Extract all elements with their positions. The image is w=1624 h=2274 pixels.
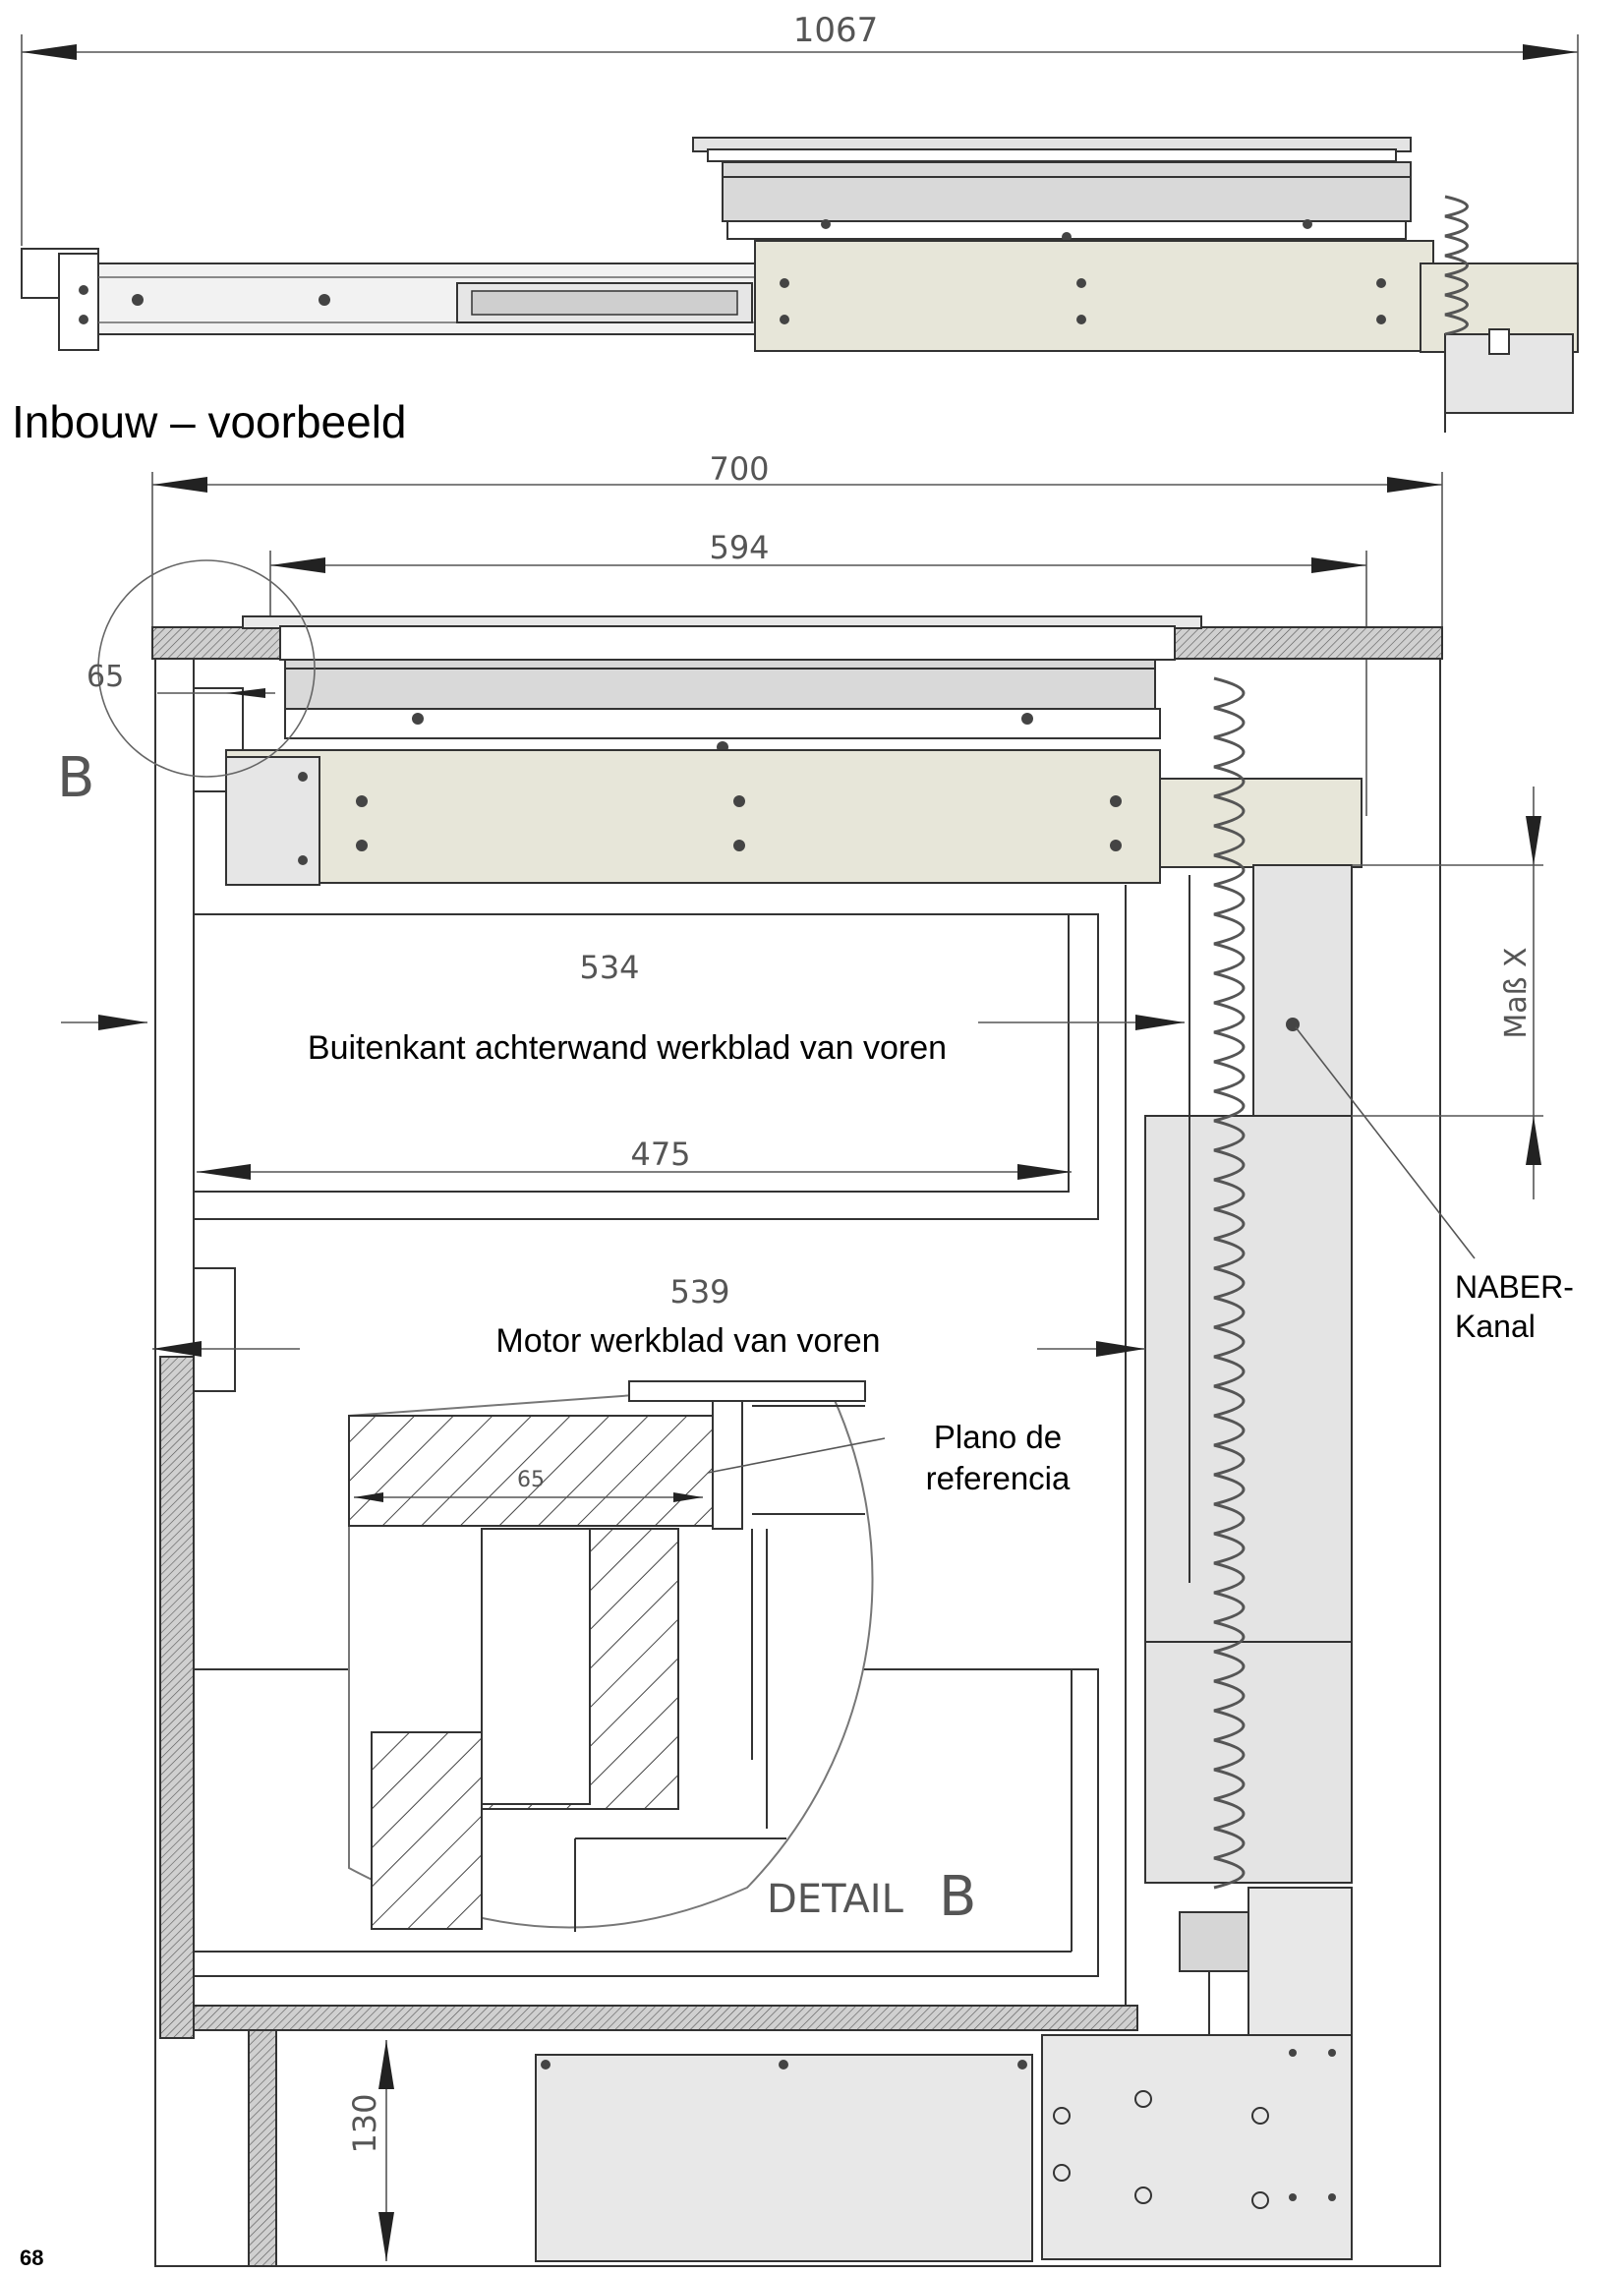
naber-channel: [1252, 864, 1353, 1117]
label-naber-line2: Kanal: [1455, 1309, 1536, 1344]
detail-dimension-offset: 65: [517, 1468, 545, 1492]
blower-box: [535, 2054, 1033, 2262]
motor-box-top: [754, 240, 1434, 352]
motor-box-section: [225, 749, 1161, 884]
cabinet-bottom: [193, 2005, 1138, 2031]
label-reference-plane-line1: Plano de: [934, 1419, 1062, 1455]
plinth-leg: [248, 2029, 277, 2267]
side-wall: [159, 1356, 195, 2039]
dimension-plinth-height: 130: [346, 2093, 383, 2153]
drawer-upper: [193, 913, 1099, 1220]
detail-word: DETAIL: [767, 1877, 904, 1922]
dimension-inner-depth: 475: [630, 1136, 690, 1173]
label-motor: Motor werkblad van voren: [495, 1322, 880, 1360]
side-section: 700 594: [57, 450, 1574, 2267]
motor-unit: [1041, 2034, 1353, 2260]
label-naber-line1: NABER-: [1455, 1269, 1574, 1305]
page-number: 68: [20, 2245, 43, 2270]
top-view: 1067: [21, 11, 1579, 433]
dimension-offset: 65: [87, 660, 124, 694]
dimension-cabinet-width: 700: [709, 450, 769, 488]
section-marker: B: [57, 746, 94, 810]
naber-channel-head: [1159, 778, 1363, 868]
spiral-hose-section: [1213, 676, 1246, 1890]
detail-worktop: [348, 1415, 714, 1527]
dimension-motor: 539: [669, 1273, 729, 1311]
detail-letter: B: [939, 1865, 976, 1929]
worktop-right: [1172, 626, 1443, 660]
label-back-wall: Buitenkant achterwand werkblad van voren: [308, 1029, 947, 1067]
label-reference-plane-line2: referencia: [926, 1460, 1071, 1496]
detail-b: 65 Plano de referencia DETAIL B: [348, 1379, 1071, 1932]
dimension-cooktop-width: 594: [709, 529, 769, 566]
detail-callout-circle: [97, 559, 316, 778]
dimension-total-length: 1067: [793, 11, 879, 50]
dimension-mass-x: Maß X: [1499, 947, 1534, 1038]
spiral-hose-top: [1444, 195, 1469, 336]
section-heading: Inbouw – voorbeeld: [12, 396, 407, 447]
dimension-back-wall: 534: [579, 949, 639, 986]
